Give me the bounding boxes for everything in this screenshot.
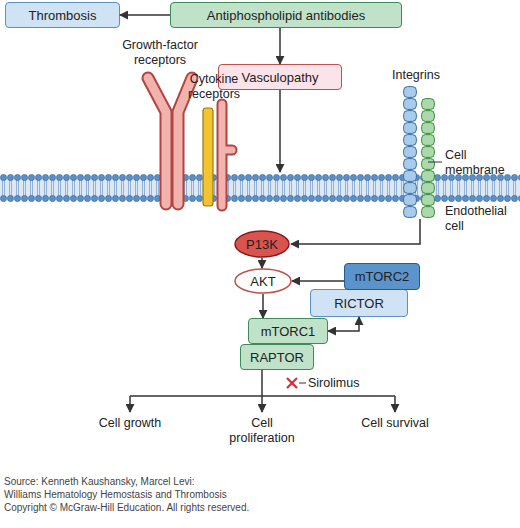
outcome-label: Cell proliferation — [217, 416, 307, 446]
growth-factor-receptor — [148, 78, 192, 204]
complex-box: mTORC1 — [248, 318, 328, 344]
receptor-fill — [148, 78, 166, 204]
inhibition-mark — [287, 378, 297, 388]
integrin-beta — [421, 98, 435, 218]
arrow-connector — [120, 14, 170, 16]
kinase-ellipse: AKT — [234, 268, 292, 294]
subunit-box: RAPTOR — [240, 344, 314, 370]
receptor-label: Integrins — [392, 68, 462, 83]
arrow-connector — [292, 280, 344, 282]
branch-arrow — [261, 396, 263, 412]
ellipse-shape — [235, 269, 291, 293]
leader-line — [299, 383, 306, 384]
receptor-label: Growth-factor receptors — [108, 38, 212, 68]
signal-arrow — [279, 90, 281, 172]
node-text: Vasculopathy — [241, 70, 318, 85]
signal-arrow — [291, 219, 420, 244]
subunit-box: RICTOR — [310, 289, 408, 317]
cytokine-receptor — [203, 104, 232, 206]
branch-arrow — [394, 396, 396, 412]
node-text: RAPTOR — [250, 350, 304, 365]
node-text: P13K — [246, 237, 278, 252]
branch-arrow — [129, 396, 131, 412]
cell-membrane — [0, 174, 520, 202]
node-text: mTORC1 — [261, 324, 316, 339]
receptor-label: Cytokine receptors — [178, 72, 250, 102]
leader-line — [428, 162, 442, 163]
receptor-outline — [222, 104, 232, 206]
arrow-connector — [261, 258, 263, 268]
kinase-ellipse: P13K — [234, 230, 290, 258]
arrow-connector — [279, 28, 281, 64]
structure-label: Cell membrane — [445, 148, 511, 178]
structure-label: Endothelial cell — [445, 204, 519, 234]
source-note: Copyright © McGraw-Hill Education. All r… — [4, 502, 404, 515]
outcome-label: Cell survival — [360, 416, 430, 431]
arrow-connector — [262, 294, 264, 318]
receptor-outline — [148, 78, 166, 204]
node-text: mTORC2 — [355, 269, 410, 284]
complex-box: mTORC2 — [344, 263, 420, 290]
node-text: Thrombosis — [29, 8, 97, 23]
node-text: AKT — [250, 274, 275, 289]
node-text: Antiphospholipid antibodies — [207, 8, 365, 23]
trigger-box: Antiphospholipid antibodies — [170, 2, 402, 28]
node-text: RICTOR — [334, 296, 384, 311]
source-note: Williams Hematology Hemostasis and Throm… — [4, 489, 404, 502]
receptor-fill — [222, 104, 232, 206]
integrin-alpha — [403, 86, 417, 218]
receptor-chain — [203, 108, 213, 206]
outcome-label: Cell growth — [95, 416, 165, 431]
arrow-connector — [328, 317, 359, 331]
branch-line — [261, 370, 263, 396]
drug-label: Sirolimus — [308, 376, 388, 391]
source-note: Source: Kenneth Kaushansky, Marcel Levi: — [4, 476, 404, 489]
outcome-box: Thrombosis — [5, 2, 120, 28]
ellipse-shape — [235, 231, 289, 257]
inhibition-mark — [287, 378, 297, 388]
